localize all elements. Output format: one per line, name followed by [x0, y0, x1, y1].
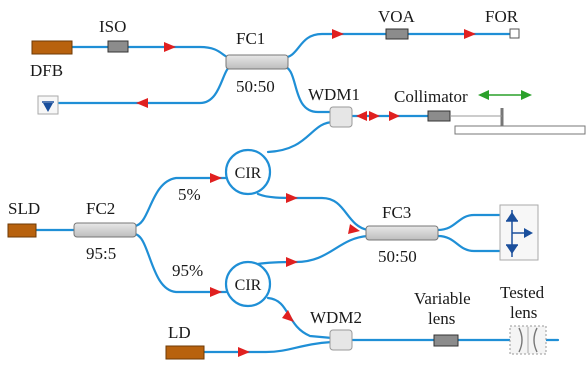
label-tested-lens-line1: Tested: [500, 283, 545, 302]
label-voa: VOA: [378, 7, 416, 26]
arrow-fc3-in: [348, 224, 360, 234]
balanced-detector-icon: [499, 204, 539, 261]
tested-lens-icon: [509, 325, 547, 355]
label-fc1-ratio: 50:50: [236, 77, 275, 96]
label-fc3-ratio: 50:50: [378, 247, 417, 266]
text-labels: DFB ISO FC1 50:50 VOA FOR WDM1 Collimato…: [8, 7, 545, 342]
label-5-percent: 5%: [178, 185, 201, 204]
label-variable-lens-line2: lens: [428, 309, 455, 328]
fiber-cir-bottom-fc3: [256, 234, 370, 266]
arrow-voa-for: [464, 29, 476, 39]
label-95-percent: 95%: [172, 261, 203, 280]
label-sld: SLD: [8, 199, 40, 218]
label-fc2-ratio: 95:5: [86, 244, 116, 263]
ld-source: [165, 345, 205, 360]
fiber-fc3-detector-bottom: [436, 234, 505, 253]
sld-source: [7, 223, 37, 238]
fiber-paths: [34, 32, 560, 354]
label-ld: LD: [168, 323, 191, 342]
fiber-fc1-detector: [56, 64, 234, 105]
label-variable-lens-line1: Variable: [414, 289, 471, 308]
label-for: FOR: [485, 7, 519, 26]
fiber-ld-wdm2: [202, 340, 334, 354]
fiber-wdm1-cir: [266, 120, 336, 154]
arrow-cir-fc3: [286, 193, 298, 203]
collimator-movement-arrow: [478, 90, 532, 100]
wdm1: [329, 106, 353, 128]
arrow-collimator-right: [389, 111, 400, 121]
dfb-laser: [31, 40, 73, 55]
circulator-top-label: CIR: [235, 165, 262, 182]
arrow-fc1-detector: [136, 98, 148, 108]
arrow-cir-wdm2: [282, 310, 294, 322]
wdm2: [329, 329, 353, 351]
fiber-optic-reflector: [509, 28, 520, 39]
label-fc2: FC2: [86, 199, 115, 218]
circulator-bottom-label: CIR: [235, 277, 262, 294]
arrow-cir-bottom-fc3: [286, 257, 298, 267]
label-collimator: Collimator: [394, 87, 468, 106]
fiber-fc2-cir-bottom: [132, 232, 228, 294]
label-wdm1: WDM1: [308, 85, 360, 104]
coupler-fc1: [225, 54, 289, 70]
circulator-bottom: CIR: [224, 260, 272, 308]
label-dfb: DFB: [30, 61, 63, 80]
label-tested-lens-line2: lens: [510, 303, 537, 322]
label-fc3: FC3: [382, 203, 411, 222]
arrow-fc2-cir-top: [210, 173, 222, 183]
fiber-fc3-detector-top: [436, 213, 505, 232]
label-wdm2: WDM2: [310, 308, 362, 327]
arrow-wdm1-left: [356, 111, 367, 121]
isolator: [107, 40, 129, 53]
direction-arrows: [136, 29, 476, 357]
voa: [385, 28, 409, 40]
coupler-fc2: [73, 222, 137, 238]
collimator: [427, 110, 451, 122]
collimator-stage: [450, 108, 586, 135]
fiber-fc2-cir-top: [132, 176, 228, 228]
arrow-ld-wdm2: [238, 347, 250, 357]
circulator-top: CIR: [224, 148, 272, 196]
coupler-fc3: [365, 225, 439, 241]
arrow-fc1-voa: [332, 29, 344, 39]
arrow-iso-fc1: [164, 42, 176, 52]
label-fc1: FC1: [236, 29, 265, 48]
fiber-cir-fc3: [256, 192, 370, 232]
photodetector-icon: [37, 95, 59, 115]
variable-lens: [433, 334, 459, 347]
fiber-dfb-fc1: [70, 45, 234, 60]
arrow-wdm1-right: [369, 111, 380, 121]
label-iso: ISO: [99, 17, 126, 36]
arrow-fc2-cir-bottom: [210, 287, 222, 297]
